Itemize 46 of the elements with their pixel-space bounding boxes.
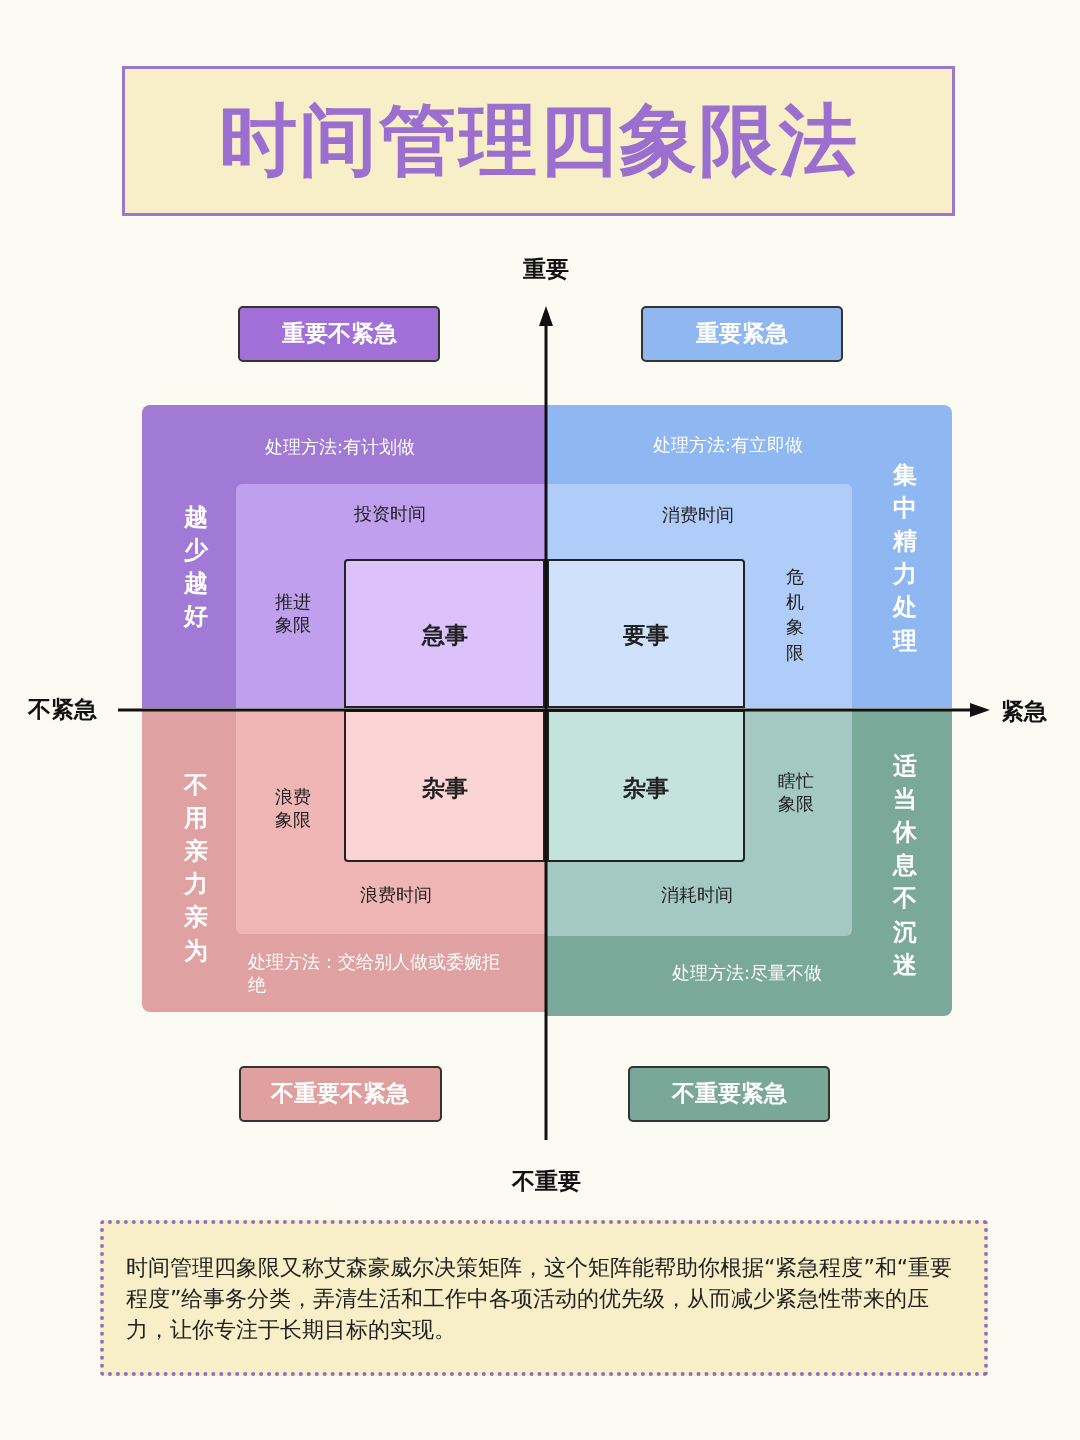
quadrant-panel xyxy=(142,405,545,708)
side-slogan: 集中精力处理 xyxy=(892,459,918,657)
side-slogan: 越少越好 xyxy=(183,501,209,633)
time-zone-panel xyxy=(236,710,545,934)
time-label: 消耗时间 xyxy=(661,883,733,907)
core-task-box xyxy=(547,559,745,708)
method-note: 处理方法:有计划做 xyxy=(264,435,416,459)
quadrant-panel xyxy=(547,710,952,1016)
quadrant-panel xyxy=(142,710,545,1012)
quadrant-name: 浪费象限 xyxy=(274,784,312,832)
tag-label: 重要不紧急 xyxy=(281,319,397,349)
side-slogan: 适当休息不沉迷 xyxy=(892,751,918,981)
core-task-box xyxy=(547,710,745,862)
quadrant-tag xyxy=(641,306,843,362)
core-task-box xyxy=(344,559,545,708)
quadrant-name: 危机象限 xyxy=(785,564,805,665)
description-text: 时间管理四象限又称艾森豪威尔决策矩阵，这个矩阵能帮助你根据“紧急程度”和“重要程度”给事务分类，弄清生活和工作中各项活动的优先级，从而减少紧急性带来的压力，让你专注于长期目标的实现。 xyxy=(126,1254,954,1344)
task-label: 要事 xyxy=(623,621,669,651)
task-label: 急事 xyxy=(422,621,468,651)
method-note: 处理方法:有立即做 xyxy=(652,433,804,457)
core-task-box xyxy=(344,710,545,862)
time-label: 投资时间 xyxy=(354,502,426,526)
tag-label: 不重要紧急 xyxy=(671,1079,787,1109)
axis-label: 不重要 xyxy=(511,1167,581,1197)
task-label: 杂事 xyxy=(422,774,468,804)
quadrant-tag xyxy=(239,1066,442,1122)
task-label: 杂事 xyxy=(623,774,669,804)
axis-label: 重要 xyxy=(523,255,569,285)
quadrant-name: 推进象限 xyxy=(274,589,312,637)
side-slogan: 不用亲力亲为 xyxy=(183,769,209,967)
tag-label: 不重要不紧急 xyxy=(271,1079,409,1109)
time-zone-panel xyxy=(236,484,545,708)
axis-label: 紧急 xyxy=(1001,697,1047,727)
quadrant-tag xyxy=(628,1066,830,1122)
title: 时间管理四象限法 xyxy=(218,93,859,187)
time-label: 消费时间 xyxy=(662,503,734,527)
quadrant-panel xyxy=(547,405,952,708)
quadrant-tag xyxy=(238,306,440,362)
quadrant-name: 瞎忙象限 xyxy=(777,768,815,816)
time-zone-panel xyxy=(547,484,852,708)
time-label: 浪费时间 xyxy=(360,883,432,907)
time-zone-panel xyxy=(547,710,852,936)
method-note: 处理方法：交给别人做或委婉拒绝 xyxy=(248,950,501,997)
axis-label: 不紧急 xyxy=(27,695,97,725)
tag-label: 重要紧急 xyxy=(696,319,788,349)
method-note: 处理方法:尽量不做 xyxy=(671,961,823,985)
